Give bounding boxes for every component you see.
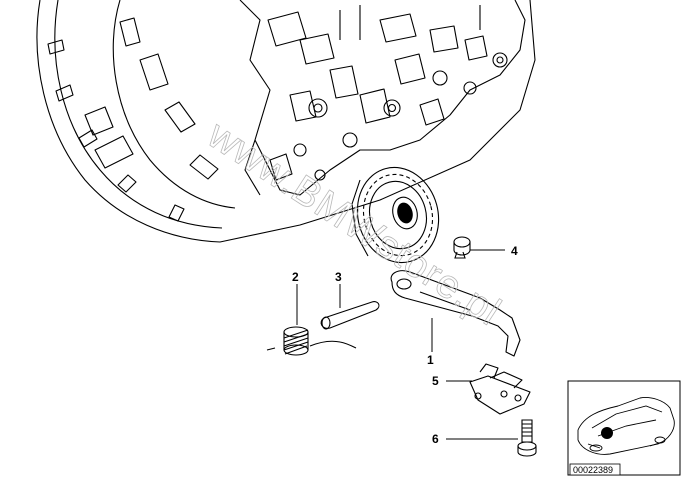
callout-label-6: 6	[432, 432, 439, 446]
callout-label-2: 2	[292, 270, 299, 284]
callout-label-5: 5	[432, 374, 439, 388]
callout-label-4: 4	[511, 244, 518, 258]
screw-drawing	[517, 419, 537, 457]
diagram-reference-number: 00022389	[573, 465, 613, 475]
transmission-housing-drawing	[36, 0, 536, 243]
bolt-drawing	[453, 236, 471, 259]
location-marker	[601, 427, 613, 439]
callout-label-3: 3	[335, 270, 342, 284]
parking-gear-drawing	[351, 166, 440, 264]
bracket-drawing	[469, 363, 531, 415]
pin-drawing	[320, 301, 380, 330]
lever-drawing	[390, 270, 521, 357]
spring-drawing	[266, 326, 357, 356]
thumbnail-box: 00022389	[567, 380, 681, 476]
callout-label-1: 1	[427, 353, 434, 367]
